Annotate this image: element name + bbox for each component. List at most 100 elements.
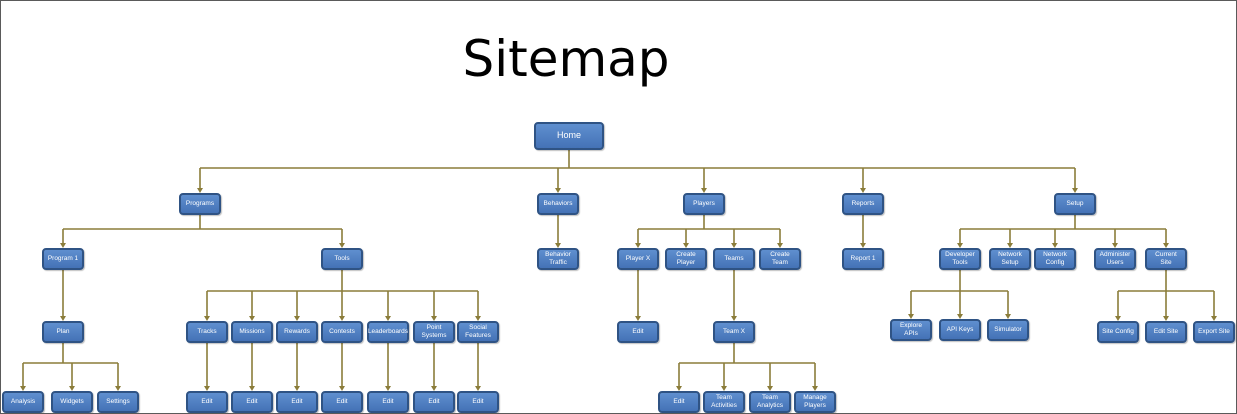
node-edit-site[interactable]: Edit Site	[1145, 321, 1187, 343]
connector-arrowhead	[20, 386, 26, 391]
node-social-features-edit[interactable]: Edit	[457, 391, 499, 413]
node-setup[interactable]: Setup	[1054, 193, 1096, 215]
node-tracks[interactable]: Tracks	[186, 321, 228, 343]
connector-arrowhead	[721, 386, 727, 391]
node-create-team[interactable]: Create Team	[759, 248, 801, 270]
connector-arrowhead	[249, 386, 255, 391]
node-reports[interactable]: Reports	[842, 193, 884, 215]
node-point-systems-edit[interactable]: Edit	[413, 391, 455, 413]
connector-arrowhead	[431, 386, 437, 391]
node-programs[interactable]: Programs	[179, 193, 221, 215]
connector-arrowhead	[385, 386, 391, 391]
connector-arrowhead	[431, 316, 437, 321]
node-program-1[interactable]: Program 1	[42, 248, 84, 270]
connector-arrowhead	[475, 386, 481, 391]
connector-arrowhead	[115, 386, 121, 391]
connector-arrowhead	[777, 243, 783, 248]
node-administer-users[interactable]: Administer Users	[1094, 248, 1136, 270]
connector-arrowhead	[1005, 314, 1011, 319]
connector-arrowhead	[683, 243, 689, 248]
node-api-keys[interactable]: API Keys	[939, 319, 981, 341]
connector-arrowhead	[1163, 243, 1169, 248]
connector-arrowhead	[1072, 188, 1078, 193]
node-team-edit[interactable]: Edit	[658, 391, 700, 413]
connector-arrowhead	[294, 316, 300, 321]
connector-arrowhead	[676, 386, 682, 391]
connector-arrowhead	[767, 386, 773, 391]
connector-arrowhead	[1211, 316, 1217, 321]
connector-arrowhead	[385, 316, 391, 321]
node-network-setup[interactable]: Network Setup	[989, 248, 1031, 270]
sitemap-title: Sitemap	[462, 30, 670, 88]
node-plan[interactable]: Plan	[42, 321, 84, 343]
connector-arrowhead	[1052, 243, 1058, 248]
connector-arrowhead	[860, 243, 866, 248]
connector-arrowhead	[635, 316, 641, 321]
node-social-features[interactable]: Social Features	[457, 321, 499, 343]
connector-arrowhead	[1163, 316, 1169, 321]
node-missions[interactable]: Missions	[231, 321, 273, 343]
connector-arrowhead	[475, 316, 481, 321]
connector-arrowhead	[69, 386, 75, 391]
connector-arrowhead	[635, 243, 641, 248]
connector-arrowhead	[249, 316, 255, 321]
node-developer-tools[interactable]: Developer Tools	[939, 248, 981, 270]
node-explore-apis[interactable]: Explore APIs	[890, 319, 932, 341]
node-tracks-edit[interactable]: Edit	[186, 391, 228, 413]
node-home[interactable]: Home	[534, 122, 604, 150]
node-leaderboards[interactable]: Leaderboards	[367, 321, 409, 343]
connector-arrowhead	[1007, 243, 1013, 248]
node-team-analytics[interactable]: Team Analytics	[749, 391, 791, 413]
node-point-systems[interactable]: Point Systems	[413, 321, 455, 343]
connector-arrowhead	[294, 386, 300, 391]
node-player-edit[interactable]: Edit	[617, 321, 659, 343]
connector-arrowhead	[957, 314, 963, 319]
node-network-config[interactable]: Network Config	[1034, 248, 1076, 270]
connector-arrowhead	[60, 316, 66, 321]
node-export-site[interactable]: Export Site	[1193, 321, 1235, 343]
node-behaviors[interactable]: Behaviors	[537, 193, 579, 215]
connector-arrowhead	[1115, 316, 1121, 321]
connector-arrowhead	[860, 188, 866, 193]
connector-arrowhead	[908, 314, 914, 319]
node-contests[interactable]: Contests	[321, 321, 363, 343]
connector-arrowhead	[1112, 243, 1118, 248]
connector-arrowhead	[339, 316, 345, 321]
node-rewards-edit[interactable]: Edit	[276, 391, 318, 413]
node-tools[interactable]: Tools	[321, 248, 363, 270]
node-rewards[interactable]: Rewards	[276, 321, 318, 343]
connector-arrowhead	[339, 243, 345, 248]
node-leaderboards-edit[interactable]: Edit	[367, 391, 409, 413]
connector-arrowhead	[339, 386, 345, 391]
connector-arrowhead	[197, 188, 203, 193]
node-player-x[interactable]: Player X	[617, 248, 659, 270]
connector-arrowhead	[204, 386, 210, 391]
node-widgets[interactable]: Widgets	[51, 391, 93, 413]
connector-arrowhead	[555, 243, 561, 248]
node-settings[interactable]: Settings	[97, 391, 139, 413]
connector-arrowhead	[731, 243, 737, 248]
node-analysis[interactable]: Analysis	[2, 391, 44, 413]
node-report-1[interactable]: Report 1	[842, 248, 884, 270]
connector-arrowhead	[957, 243, 963, 248]
node-team-x[interactable]: Team X	[713, 321, 755, 343]
connector-arrowhead	[812, 386, 818, 391]
node-contests-edit[interactable]: Edit	[321, 391, 363, 413]
node-manage-players[interactable]: Manage Players	[794, 391, 836, 413]
node-missions-edit[interactable]: Edit	[231, 391, 273, 413]
node-simulator[interactable]: Simulator	[987, 319, 1029, 341]
connector-arrowhead	[701, 188, 707, 193]
connector-arrowhead	[731, 316, 737, 321]
node-teams[interactable]: Teams	[713, 248, 755, 270]
connector-arrowhead	[555, 188, 561, 193]
node-team-activities[interactable]: Team Activities	[703, 391, 745, 413]
node-players[interactable]: Players	[683, 193, 725, 215]
node-create-player[interactable]: Create Player	[665, 248, 707, 270]
node-behavior-traffic[interactable]: Behavior Traffic	[537, 248, 579, 270]
node-site-config[interactable]: Site Config	[1097, 321, 1139, 343]
node-current-site[interactable]: Current Site	[1145, 248, 1187, 270]
connector-arrowhead	[204, 316, 210, 321]
connector-arrowhead	[60, 243, 66, 248]
